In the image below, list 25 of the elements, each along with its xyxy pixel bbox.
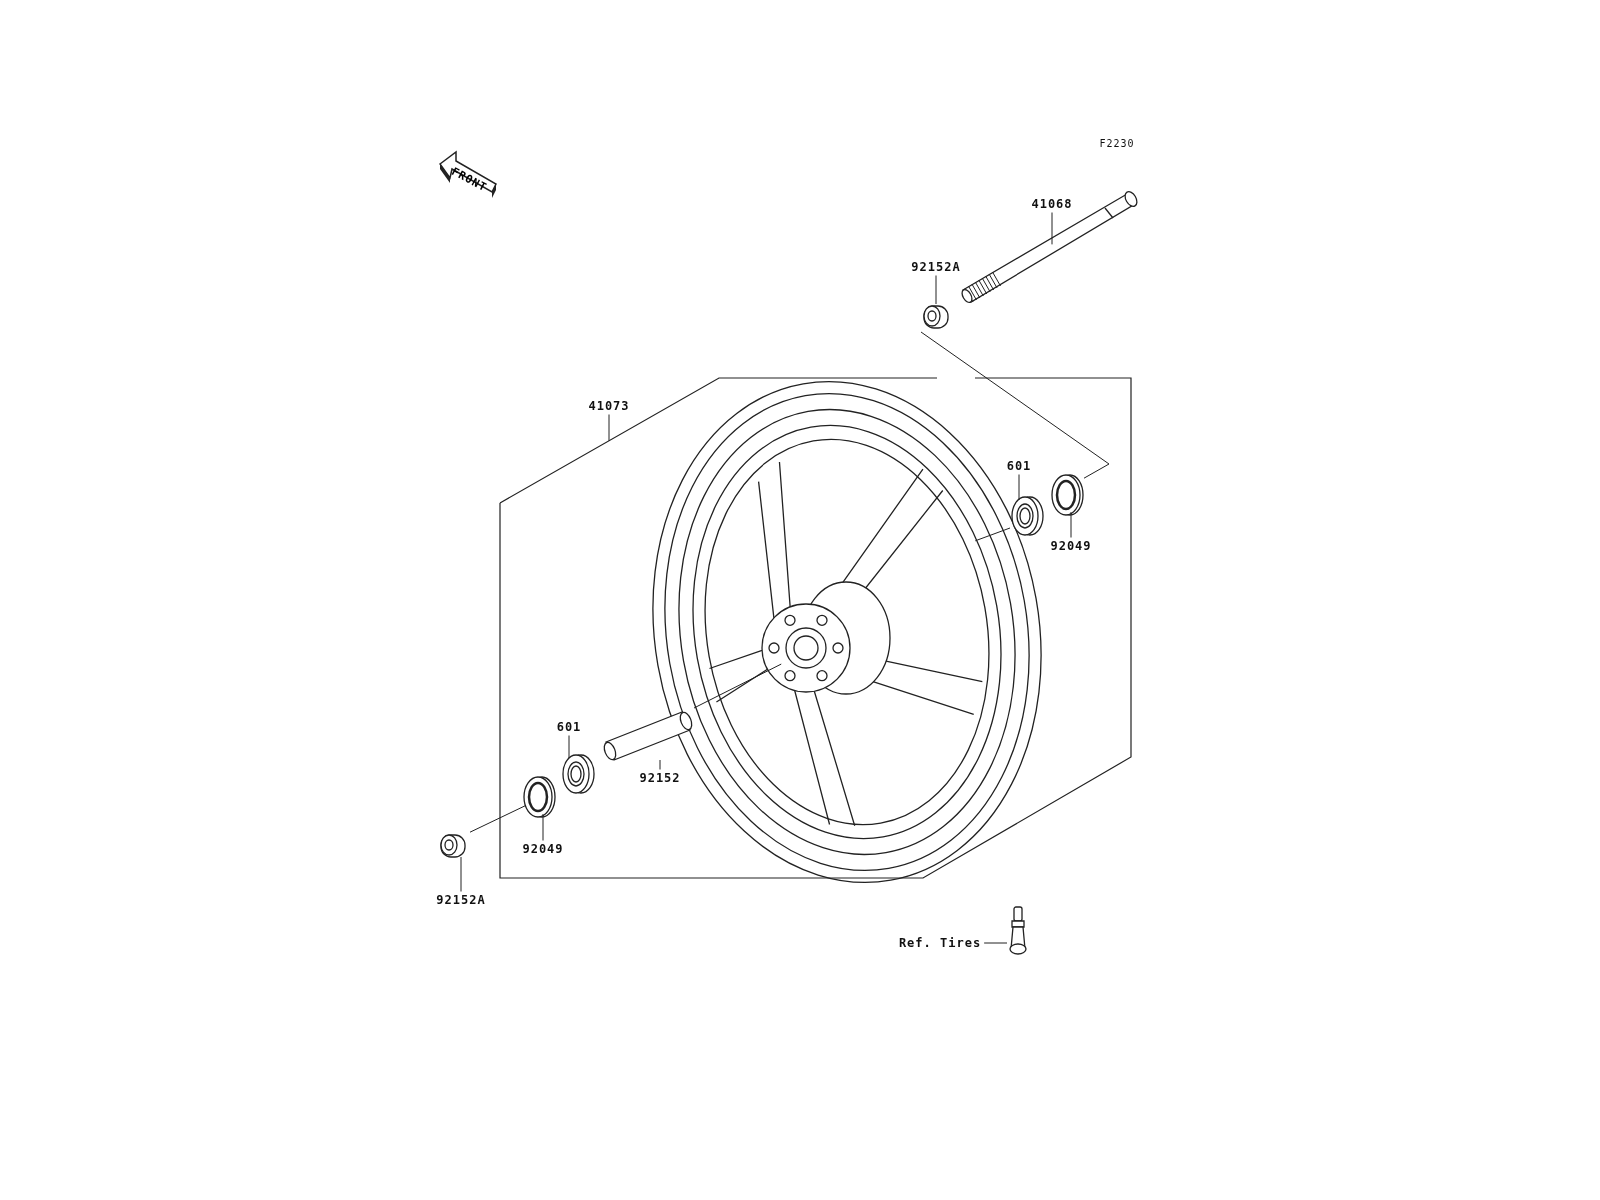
part-number: 601 — [555, 719, 583, 735]
leader-line — [1051, 212, 1053, 245]
assembly-line — [469, 805, 526, 833]
assembly-line — [693, 663, 782, 709]
leader-line — [568, 735, 570, 759]
part-number: Ref. Tires — [897, 935, 983, 951]
leader-line — [983, 942, 1008, 944]
leader-line — [542, 813, 544, 841]
part-number: 41068 — [1030, 196, 1074, 212]
figure-code: F2230 — [1098, 136, 1136, 151]
assembly-line — [974, 527, 1011, 542]
leader-line — [935, 275, 937, 305]
part-number: 41073 — [587, 398, 631, 414]
part-number: 92152A — [910, 259, 962, 275]
leader-line — [608, 414, 610, 442]
assembly-line — [920, 331, 1110, 479]
leader-line — [1018, 474, 1020, 501]
part-number: 92152 — [638, 770, 682, 786]
part-number: 92152A — [435, 892, 487, 908]
part-number: 92049 — [1049, 538, 1093, 554]
leader-line — [1070, 511, 1072, 538]
part-number: 92049 — [521, 841, 565, 857]
part-number: 601 — [1005, 458, 1033, 474]
leader-line — [659, 759, 661, 770]
leader-line — [460, 856, 462, 892]
